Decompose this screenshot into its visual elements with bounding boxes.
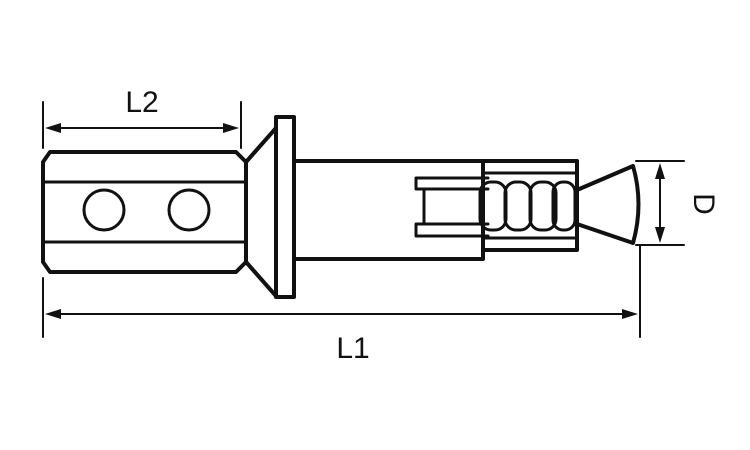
shank bbox=[292, 159, 485, 261]
label-d: D bbox=[687, 193, 720, 215]
dimension-l1 bbox=[42, 244, 641, 338]
head-hole-right bbox=[167, 188, 211, 232]
head-hole-left bbox=[82, 188, 126, 232]
dimension-l2 bbox=[42, 101, 242, 149]
label-l1: L1 bbox=[336, 332, 369, 365]
sleeve-slot bbox=[414, 176, 490, 238]
hex-head bbox=[41, 150, 248, 274]
washer bbox=[244, 115, 296, 299]
expansion-cone bbox=[575, 164, 641, 245]
dimension-d bbox=[635, 160, 685, 246]
expansion-sleeve bbox=[478, 159, 579, 252]
label-l2: L2 bbox=[125, 86, 158, 119]
